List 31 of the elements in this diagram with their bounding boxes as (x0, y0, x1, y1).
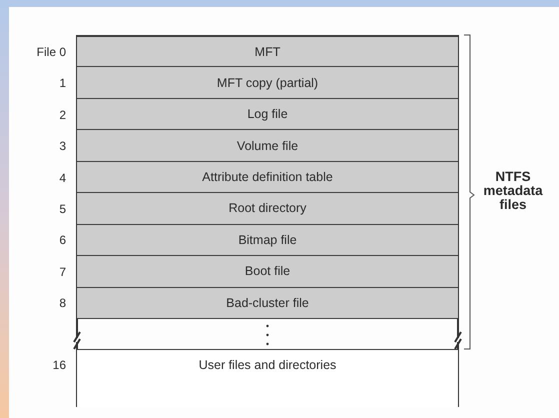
table-row (77, 160, 458, 192)
file-number: 1 (59, 76, 66, 90)
table-row (77, 255, 458, 287)
table-row (77, 224, 458, 256)
file-number: 8 (59, 296, 66, 310)
file-number: 3 (59, 139, 66, 154)
table-row (77, 98, 458, 130)
row-label: Root directory (228, 201, 306, 216)
row-label: Log file (247, 107, 288, 122)
table-row (77, 35, 458, 66)
table-row (77, 349, 458, 407)
row-label: Attribute definition table (202, 170, 333, 184)
table-row (77, 286, 458, 320)
table-row (77, 129, 458, 161)
file-number: File 0 (36, 44, 66, 59)
file-number: 7 (59, 264, 66, 279)
row-label: User files and directories (198, 358, 336, 372)
row-label: Volume file (236, 138, 298, 153)
file-number: 4 (59, 170, 66, 185)
row-label: Boot file (244, 264, 290, 278)
table-row (77, 66, 458, 98)
row-label: Bitmap file (238, 232, 297, 247)
file-number: 2 (59, 108, 66, 122)
row-label: Bad-cluster file (226, 296, 309, 310)
row-label: MFT copy (partial) (216, 76, 318, 90)
row-label: MFT (254, 44, 280, 59)
file-number: 16 (52, 358, 66, 372)
file-number: 5 (59, 202, 66, 216)
bracket-label: NTFS metadata files (482, 170, 544, 212)
table-row (77, 192, 458, 224)
file-number: 6 (59, 233, 66, 248)
